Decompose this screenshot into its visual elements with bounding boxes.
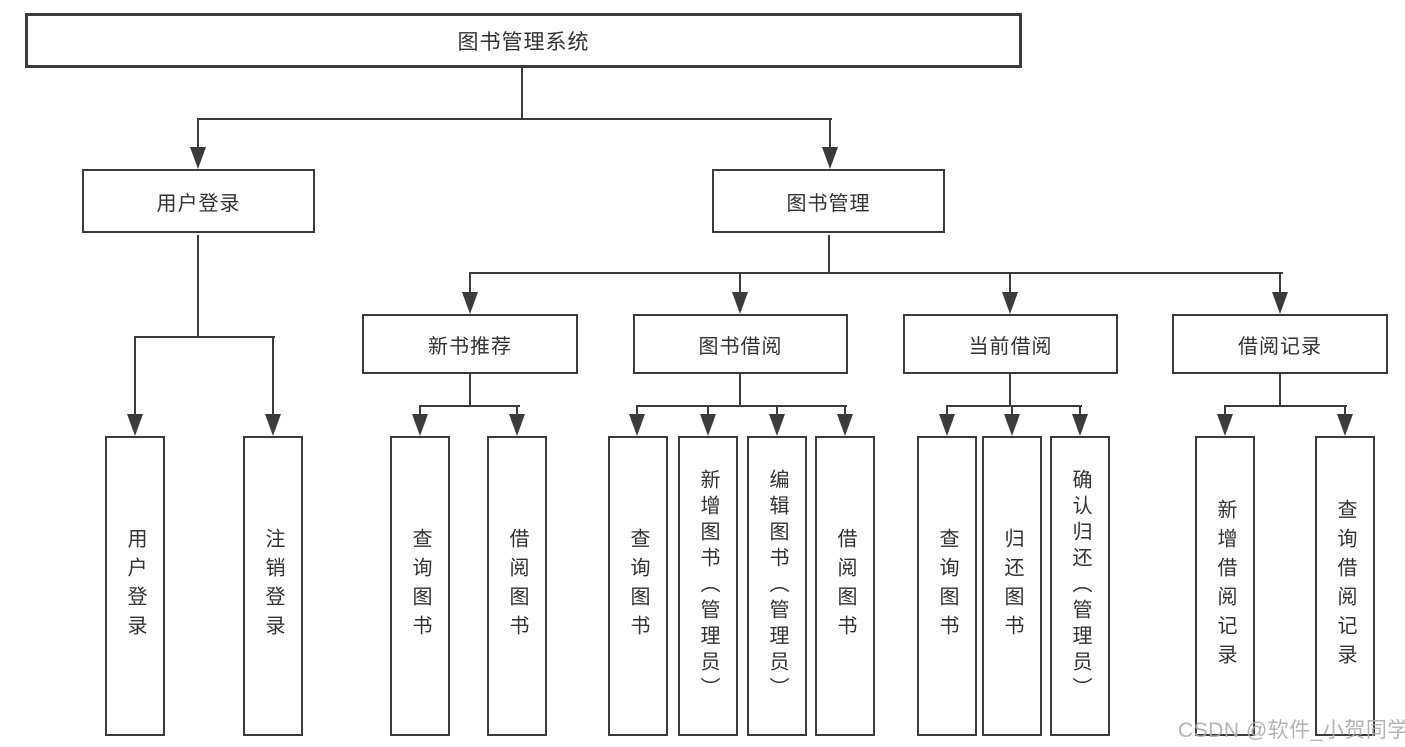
connector-arrow-line [134,336,136,417]
node-book-management-label: 图书管理 [786,192,871,215]
arrow-down-icon [837,414,853,436]
node-library-system: 图书管理系统 [25,13,1022,68]
node-current-borrow: 当前借阅 [903,314,1118,374]
connector-arrow-line [1011,405,1013,417]
leaf-add-book-admin-label: 新增图书（管理员） [697,469,719,703]
leaf-query-borrow-record-label: 查询借阅记录 [1334,499,1356,673]
connector-bar [946,405,1082,407]
connector-arrow-line [1344,405,1346,417]
node-user-login-label: 用户登录 [156,192,241,215]
arrow-down-icon [1004,414,1020,436]
arrow-down-icon [1002,292,1018,314]
connector-arrow-line [636,405,638,417]
connector-arrow-line [829,118,831,150]
connector-bar [419,405,520,407]
leaf-logout-label: 注销登录 [262,528,284,644]
leaf-query-books-borrow: 查询图书 [608,436,668,736]
arrow-down-icon [190,147,206,169]
connector-stem [739,374,741,407]
leaf-add-borrow-record: 新增借阅记录 [1195,436,1255,736]
connector-arrow-line [516,405,518,417]
leaf-borrow-books-recommend-label: 借阅图书 [506,528,528,644]
connector-arrow-line [1009,272,1011,295]
arrow-down-icon [769,414,785,436]
connector-arrow-line [776,405,778,417]
leaf-user-login: 用户登录 [105,436,165,736]
connector-arrow-line [197,118,199,150]
leaf-edit-book-admin: 编辑图书（管理员） [747,436,807,736]
connector-stem [469,374,471,407]
leaf-query-books-current-label: 查询图书 [936,528,958,644]
node-new-book-recommend: 新书推荐 [362,314,578,374]
connector-bar [197,118,832,120]
leaf-borrow-books-recommend: 借阅图书 [487,436,547,736]
node-user-login: 用户登录 [82,169,315,233]
leaf-logout: 注销登录 [243,436,303,736]
leaf-add-book-admin: 新增图书（管理员） [678,436,738,736]
node-book-borrow-label: 图书借阅 [698,335,783,358]
connector-arrow-line [946,405,948,417]
node-library-system-label: 图书管理系统 [457,30,590,54]
leaf-add-borrow-record-label: 新增借阅记录 [1214,499,1236,673]
arrow-down-icon [509,414,525,436]
arrow-down-icon [1272,292,1288,314]
leaf-query-books-borrow-label: 查询图书 [627,528,649,644]
connector-bar [636,405,847,407]
leaf-user-login-label: 用户登录 [124,528,146,644]
connector-arrow-line [419,405,421,417]
node-book-management: 图书管理 [712,169,945,233]
connector-stem [1009,374,1011,407]
csdn-watermark: CSDN @软件_小贺同学 [1178,719,1405,742]
connector-arrow-line [1224,405,1226,417]
connector-stem [521,68,523,120]
arrow-down-icon [127,414,143,436]
leaf-borrow-books-borrow-label: 借阅图书 [834,528,856,644]
arrow-down-icon [412,414,428,436]
connector-arrow-line [844,405,846,417]
arrow-down-icon [700,414,716,436]
arrow-down-icon [629,414,645,436]
leaf-return-books-label: 归还图书 [1001,528,1023,644]
leaf-return-books: 归还图书 [982,436,1042,736]
leaf-query-books-current: 查询图书 [917,436,977,736]
leaf-query-books-recommend: 查询图书 [390,436,450,736]
connector-arrow-line [272,336,274,417]
leaf-query-borrow-record: 查询借阅记录 [1315,436,1375,736]
connector-bar [1224,405,1347,407]
connector-stem [197,235,199,338]
arrow-down-icon [732,292,748,314]
connector-stem [1279,374,1281,407]
arrow-down-icon [462,292,478,314]
arrow-down-icon [265,414,281,436]
arrow-down-icon [1337,414,1353,436]
arrow-down-icon [822,147,838,169]
leaf-confirm-return-admin-label: 确认归还（管理员） [1069,469,1091,703]
connector-stem [828,235,830,274]
leaf-edit-book-admin-label: 编辑图书（管理员） [766,469,788,703]
node-borrow-records-label: 借阅记录 [1238,335,1322,358]
arrow-down-icon [1072,414,1088,436]
node-borrow-records: 借阅记录 [1172,314,1388,374]
connector-arrow-line [739,272,741,295]
connector-arrow-line [707,405,709,417]
connector-arrow-line [1079,405,1081,417]
connector-bar [469,272,1283,274]
arrow-down-icon [939,414,955,436]
connector-arrow-line [469,272,471,295]
connector-bar [134,336,275,338]
leaf-borrow-books-borrow: 借阅图书 [815,436,875,736]
arrow-down-icon [1217,414,1233,436]
node-current-borrow-label: 当前借阅 [968,335,1053,358]
leaf-query-books-recommend-label: 查询图书 [409,528,431,644]
leaf-confirm-return-admin: 确认归还（管理员） [1050,436,1110,736]
node-book-borrow: 图书借阅 [633,314,848,374]
connector-arrow-line [1279,272,1281,295]
node-new-book-recommend-label: 新书推荐 [428,335,512,358]
